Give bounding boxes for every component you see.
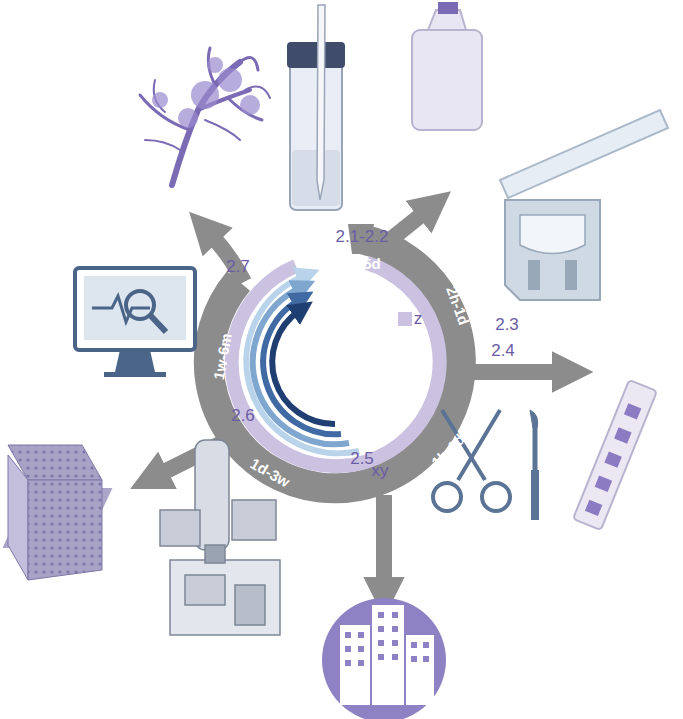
step-number: 2.3: [495, 316, 519, 333]
duration-label: 5d: [363, 256, 381, 271]
step-number: 2.6: [231, 407, 255, 424]
step-number: 2.1-2.2: [336, 228, 389, 245]
step-number: 2.7: [226, 258, 250, 275]
axis-label: z: [414, 310, 423, 327]
step-number: 2.5: [350, 450, 374, 467]
axis-label: xy: [372, 462, 389, 479]
step-number: 2.4: [491, 342, 515, 359]
